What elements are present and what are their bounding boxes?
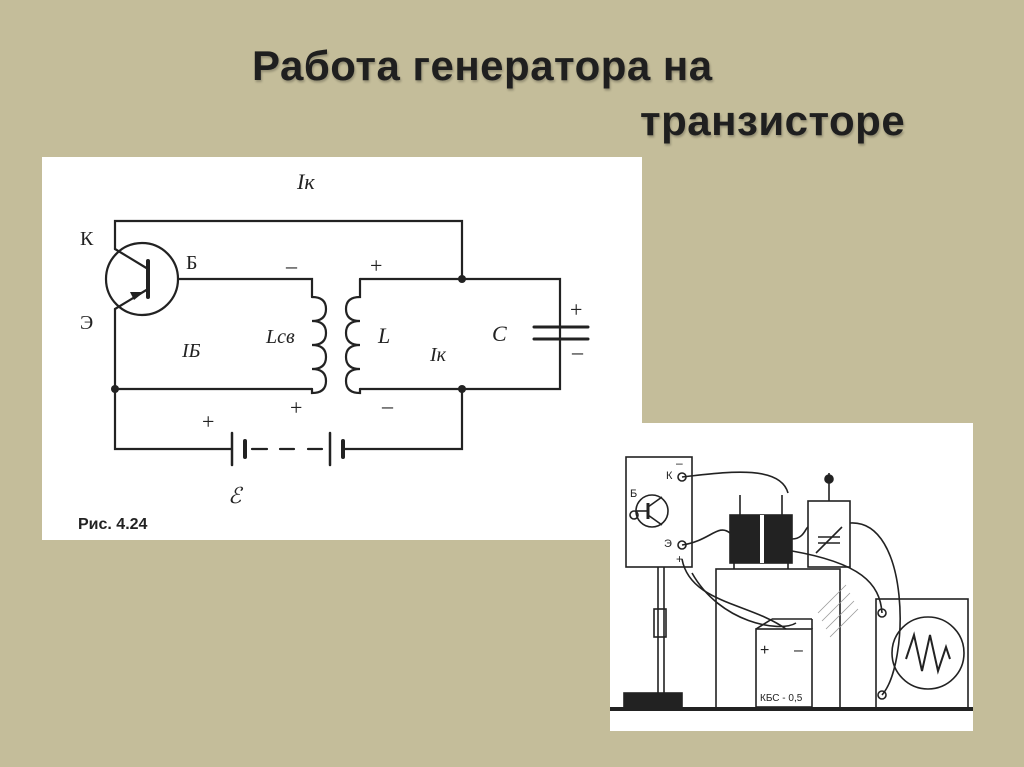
- oscilloscope-waveform: [905, 631, 951, 675]
- capacitor-knob-icon: [824, 474, 834, 484]
- transistor-icon: [104, 241, 180, 317]
- label-plus-tank-top: +: [370, 253, 382, 278]
- battery-box-icon: [755, 628, 813, 708]
- apparatus-battery-minus: –: [794, 642, 803, 659]
- variable-capacitor-board: [807, 500, 851, 568]
- apparatus-battery-plus: +: [760, 642, 769, 659]
- transistor-board: [625, 456, 693, 568]
- circuit-schematic: Iк К Б Э – + IБ Lсв L Iк С + – + – + ℰ Р…: [42, 157, 642, 540]
- wire-collector: [681, 471, 789, 494]
- apparatus-battery-name: КБС - 0,5: [760, 693, 803, 704]
- oscilloscope-screen: [891, 616, 965, 690]
- label-minus-coupling: –: [285, 253, 298, 278]
- oscilloscope-icon: [875, 598, 969, 710]
- label-base-pin: Б: [186, 252, 197, 274]
- circuit-schematic-svg: Iк К Б Э – + IБ Lсв L Iк С + – + – + ℰ Р…: [78, 169, 590, 533]
- apparatus-label-collector: К: [666, 470, 673, 482]
- tank-inductor-icon: [344, 277, 362, 395]
- label-capacitor-minus: –: [571, 339, 584, 364]
- battery-wire-left: [113, 387, 234, 451]
- coupling-inductor-icon: [310, 295, 328, 395]
- label-capacitor: С: [492, 321, 507, 346]
- terminal-base: [629, 510, 639, 520]
- stand-base: [623, 692, 683, 708]
- collector-wire: [113, 219, 464, 281]
- slide-title-line-2: транзисторе: [640, 97, 906, 144]
- label-collector-current-top: Iк: [296, 169, 315, 194]
- base-wire: [176, 277, 314, 299]
- apparatus-drawing: К Б Э – + + – КБС - 0,5: [610, 423, 973, 731]
- label-emitter-pin: Э: [80, 312, 93, 334]
- junction-dot: [458, 385, 466, 393]
- label-coupling-inductor: Lсв: [265, 326, 295, 348]
- emitter-wire: [113, 307, 314, 391]
- wire-emitter: [681, 529, 731, 546]
- label-battery-emf: ℰ: [228, 483, 244, 508]
- figure-caption: Рис. 4.24: [78, 516, 148, 533]
- apparatus-label-base: Б: [630, 488, 637, 500]
- label-plus-coupling-bottom: +: [290, 395, 302, 420]
- transformer-box: [715, 568, 841, 710]
- apparatus-label-plus: +: [676, 552, 683, 566]
- label-capacitor-plus: +: [570, 297, 582, 322]
- label-tank-current: Iк: [429, 344, 447, 366]
- label-battery-plus: +: [202, 409, 214, 434]
- label-minus-tank-bottom: –: [381, 393, 394, 418]
- label-tank-inductor: L: [377, 323, 390, 348]
- label-collector-pin: К: [80, 228, 94, 250]
- junction-dot: [458, 275, 466, 283]
- stand-clamp: [653, 608, 667, 638]
- apparatus-label-minus: –: [676, 456, 683, 470]
- slide-title-line-1: Работа генератора на: [252, 42, 713, 89]
- battery-wire-right: [341, 387, 464, 451]
- apparatus-label-emitter: Э: [664, 538, 672, 550]
- junction-dot: [111, 385, 119, 393]
- label-base-current: IБ: [181, 340, 201, 362]
- apparatus-drawing-svg: К Б Э – + + – КБС - 0,5: [610, 456, 973, 711]
